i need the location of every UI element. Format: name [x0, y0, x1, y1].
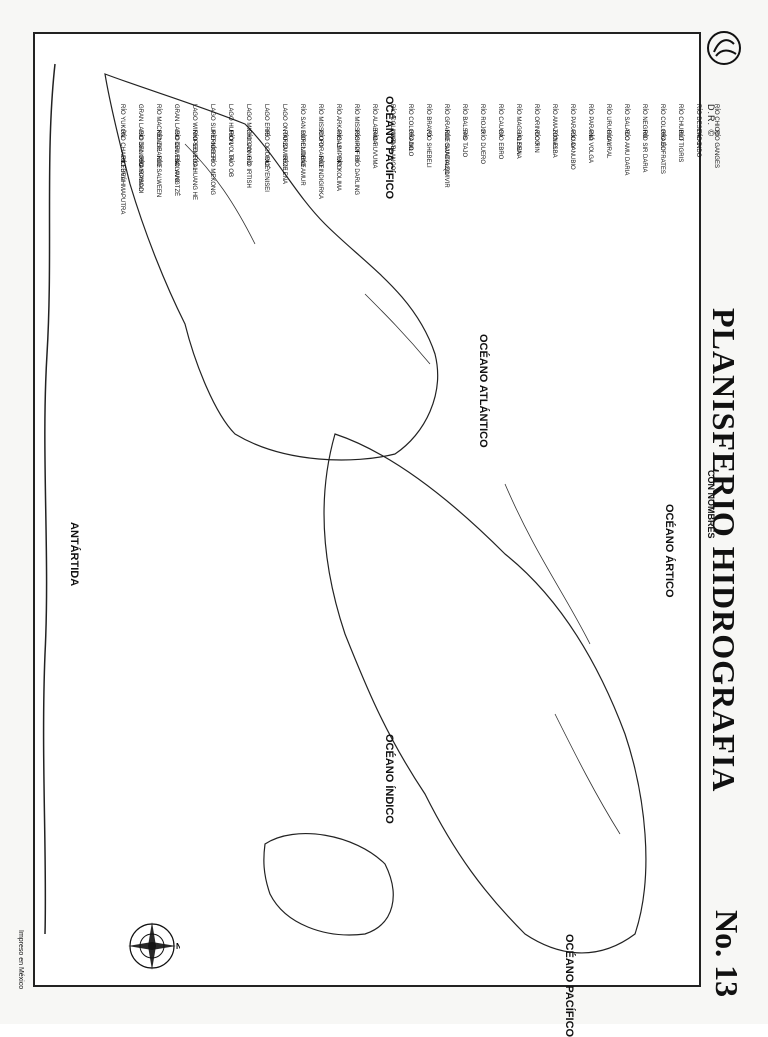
river-label: NILO BLANCO [389, 130, 395, 171]
ocean-label-atlantic: OCÉANO ATLÁNTICO [477, 334, 489, 448]
worksheet-number: No. 13 [709, 910, 745, 998]
river-label: RÍO TAJO [461, 130, 467, 158]
river-label: RÍO YENISEI [263, 156, 269, 192]
river-label: RÍO EBRO [497, 130, 503, 160]
antarctica-coast [42, 63, 56, 935]
river-label: RÍO DARLING [353, 156, 359, 196]
river-label: RÍO KOLIMA [335, 156, 341, 192]
antarctica-label: ANTÁRTIDA [68, 522, 80, 587]
river-label: RÍO URAL [605, 130, 611, 159]
australia-shape [263, 833, 394, 936]
river-label: RÍO ROJO [479, 104, 485, 134]
river-label: RÍO RIN [533, 130, 539, 153]
river-line [504, 483, 591, 645]
river-label: RÍO SIR DARIA [641, 130, 647, 173]
river-label: RÍO TIGRIS [677, 130, 683, 163]
river-label: RÍO OB [227, 156, 233, 178]
ocean-label-pacific-east: OCÉANO PACÍFICO [563, 934, 575, 1037]
river-label: RÍO IRAWADI [137, 156, 143, 194]
river-label: RÍO ELBA [551, 130, 557, 158]
eurasia-africa-shape [323, 433, 647, 954]
publisher-mark: D.R. © [706, 104, 716, 138]
river-label: RÍO AMU DARIA [623, 130, 629, 176]
river-label: RÍO ÉUFRATES [659, 130, 665, 174]
river-label: RÍO HUANG HE [191, 156, 197, 201]
ocean-label-arctic: OCÉANO ÁRTICO [663, 504, 675, 598]
ocean-label-indian: OCÉANO ÍNDICO [383, 734, 395, 824]
river-label: RÍO RUVUMA [371, 130, 377, 169]
river-line [364, 293, 431, 365]
river-label: RÍO YANGTZÉ [173, 156, 179, 197]
americas-shape [104, 73, 439, 461]
river-label: RÍO SENA [515, 130, 521, 159]
river-label: RÍO INDO [695, 130, 701, 158]
river-label: RÍO BRAHMAPUTRA [119, 156, 125, 215]
page-subtitle: CON NOMBRES [706, 470, 716, 539]
publisher-logo [707, 31, 741, 65]
river-label: RÍO VOLGA [587, 130, 593, 164]
printed-in: Impreso en México [17, 930, 24, 990]
river-label: RÍO SALWEEN [155, 156, 161, 198]
river-label: RÍO SHEBELI [425, 130, 431, 168]
compass-north-label: N [176, 942, 180, 951]
river-label: RÍO AMUR [299, 156, 305, 186]
river-line [554, 713, 621, 835]
world-map [42, 63, 647, 954]
river-label: RÍO NILO [407, 130, 413, 157]
map-frame: OCÉANO PACÍFICO OCÉANO ATLÁNTICO OCÉANO … [33, 32, 719, 1037]
river-label: RÍO INDIGIRKA [317, 156, 323, 200]
river-label: RÍO DUERO [479, 130, 485, 165]
river-label: RÍO DANUBIO [569, 130, 575, 170]
river-label: RÍO MEKONG [209, 156, 215, 196]
compass-rose: N [128, 922, 180, 970]
river-label: RÍO LENA [281, 156, 287, 185]
river-line [184, 143, 256, 245]
page-title: PLANISFERIO HIDROGRAFIA [706, 308, 742, 793]
river-label: RÍO GUADALQUIVIR [443, 130, 449, 188]
river-label: RÍO IRTISH [245, 156, 251, 188]
